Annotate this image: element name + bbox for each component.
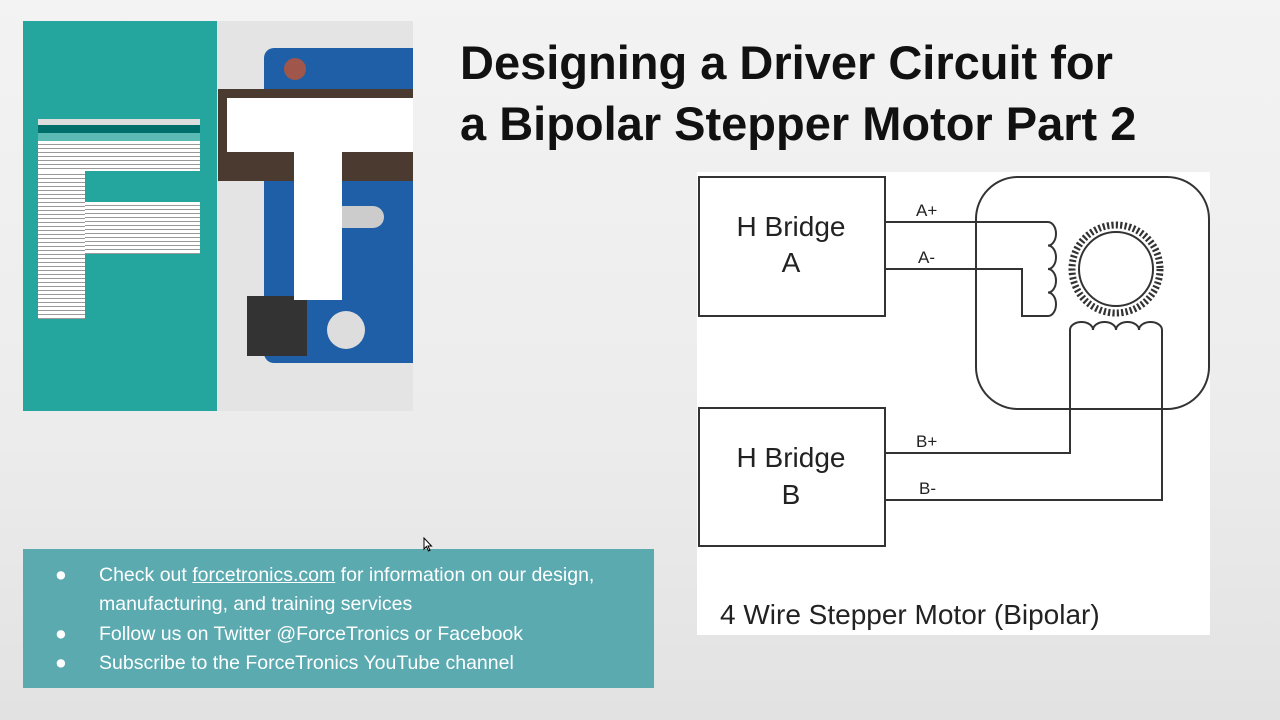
page-title: Designing a Driver Circuit for a Bipolar… xyxy=(460,32,1260,154)
b-plus-label: B+ xyxy=(916,432,937,451)
info-panel: ● Check out forcetronics.com for informa… xyxy=(23,549,654,688)
forcetronics-link[interactable]: forcetronics.com xyxy=(192,564,336,586)
mouse-cursor-icon xyxy=(423,537,433,552)
a-minus-label: A- xyxy=(918,248,935,267)
h-bridge-b-box xyxy=(698,407,886,547)
bullet-icon: ● xyxy=(55,651,67,674)
rotor-outer xyxy=(1068,221,1164,317)
bullet-icon: ● xyxy=(55,564,67,586)
info-item-website: ● Check out forcetronics.com for informa… xyxy=(23,561,654,620)
a-plus-label: A+ xyxy=(916,201,937,220)
coil-a xyxy=(1047,221,1057,317)
diagram-background xyxy=(697,172,1210,635)
info-item-subscribe: ● Subscribe to the ForceTronics YouTube … xyxy=(23,649,654,678)
motor-housing xyxy=(975,176,1210,410)
bridge-b-label-1: H Bridge xyxy=(737,442,846,473)
coil-b xyxy=(1069,321,1163,331)
diagram-caption: 4 Wire Stepper Motor (Bipolar) xyxy=(720,599,1100,630)
title-line-1: Designing a Driver Circuit for xyxy=(460,36,1113,89)
bridge-b-label-2: B xyxy=(782,479,801,510)
wire-a-minus xyxy=(885,268,1048,317)
forcetronics-logo xyxy=(23,21,413,411)
title-line-2: a Bipolar Stepper Motor Part 2 xyxy=(460,97,1137,150)
stepper-wiring-diagram: H Bridge A H Bridge B A+ A- B+ B- 4 Wire… xyxy=(697,172,1210,635)
wire-b-minus xyxy=(885,330,1163,501)
info-item-social: ● Follow us on Twitter @ForceTronics or … xyxy=(23,620,654,649)
logo-arduino-panel xyxy=(217,21,413,411)
bridge-a-label-2: A xyxy=(782,247,801,278)
wire-b-plus xyxy=(885,330,1071,454)
b-minus-label: B- xyxy=(919,479,936,498)
rotor-inner xyxy=(1078,231,1154,307)
logo-teal-panel xyxy=(23,21,217,411)
bullet-icon: ● xyxy=(55,622,67,645)
bridge-a-label-1: H Bridge xyxy=(737,211,846,242)
h-bridge-a-box xyxy=(698,176,886,317)
